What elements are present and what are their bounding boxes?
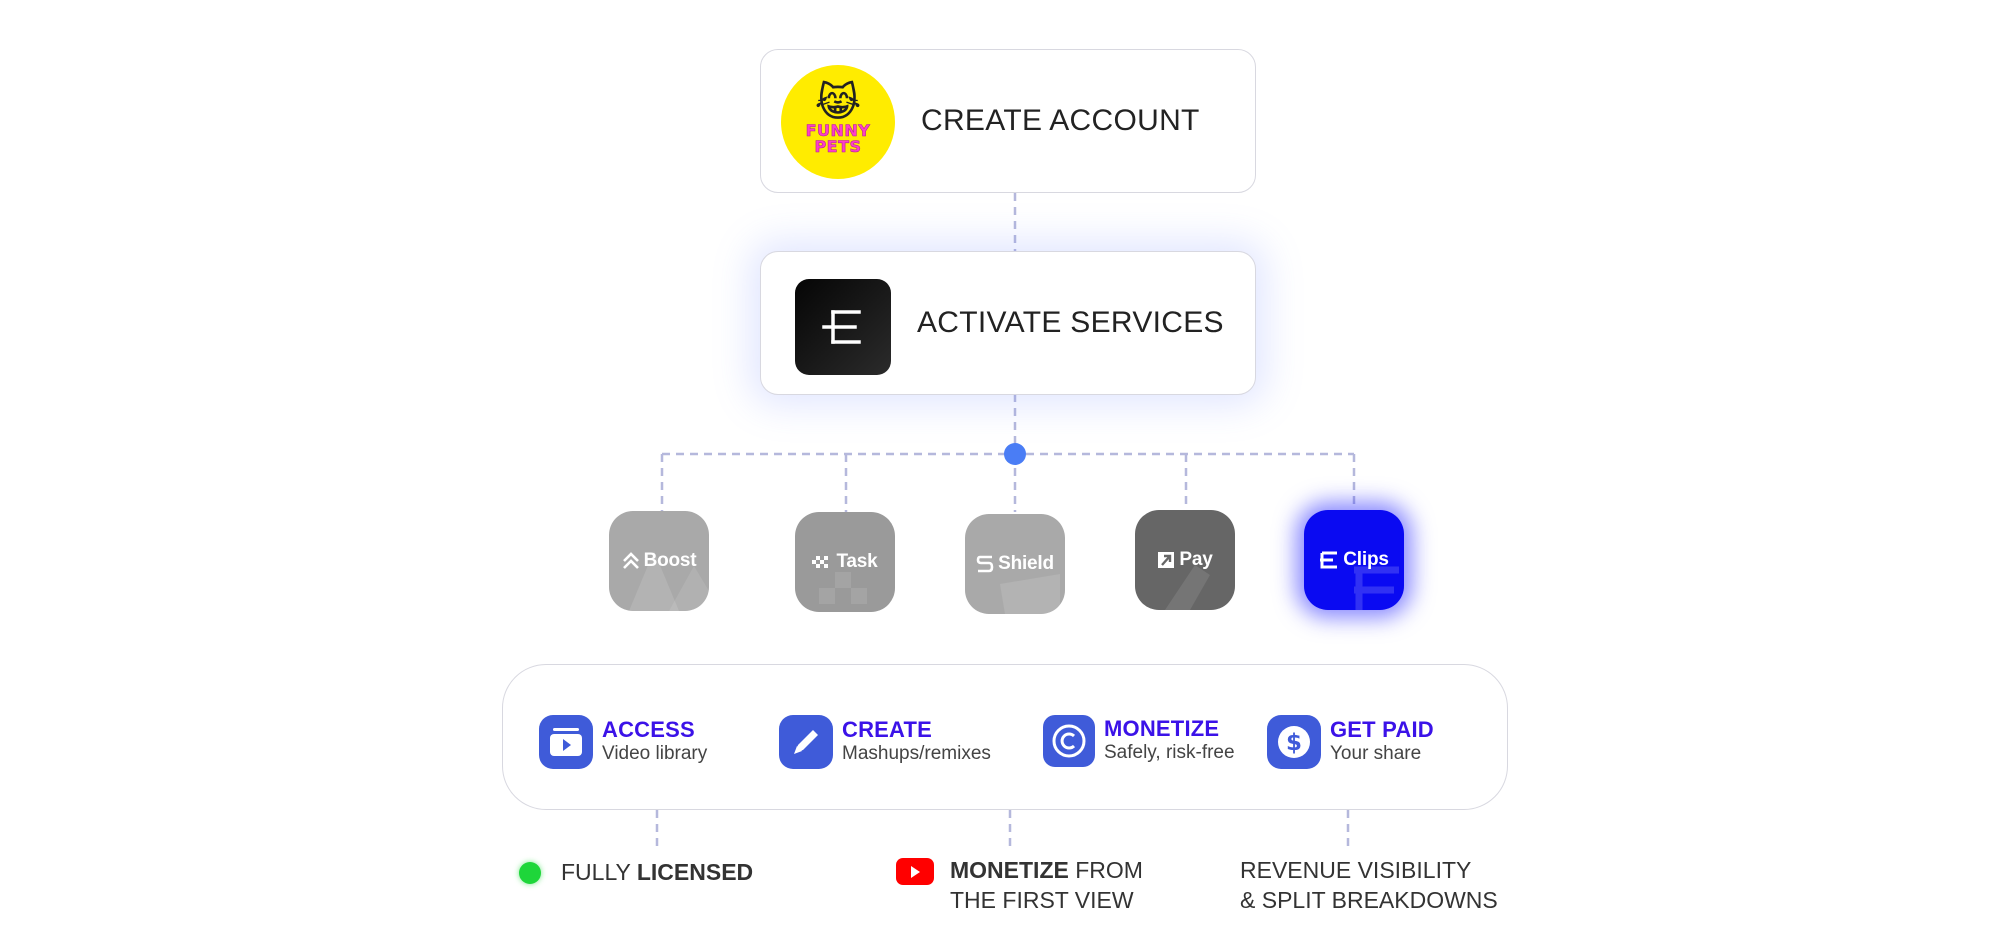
benefit-create[interactable]: CREATE Mashups/remixes (779, 715, 991, 769)
benefit-subtitle: Safely, risk-free (1104, 742, 1235, 763)
funny-pets-logo: 😹 FUNNY PETS (781, 65, 895, 179)
service-label: Clips (1343, 549, 1389, 570)
revenue-line1: REVENUE VISIBILITY (1240, 857, 1472, 883)
service-boost[interactable]: Boost (609, 511, 709, 611)
boost-icon (622, 552, 639, 569)
activate-services-card[interactable]: ACTIVATE SERVICES (760, 251, 1256, 395)
licensed-status-icon (519, 861, 541, 884)
benefit-monetize[interactable]: MONETIZE Safely, risk-free (1043, 715, 1235, 767)
pencil-icon (779, 715, 833, 769)
service-task[interactable]: Task (795, 512, 895, 612)
service-label: Pay (1179, 549, 1213, 570)
licensed-prefix: FULLY (561, 859, 637, 885)
hub-dot (1004, 443, 1026, 465)
shield-icon (976, 555, 994, 573)
copyright-icon (1043, 715, 1095, 767)
clips-watermark (1354, 566, 1399, 610)
benefit-access[interactable]: ACCESS Video library (539, 715, 707, 769)
monetize-line2: THE FIRST VIEW (950, 887, 1134, 913)
benefit-title: CREATE (842, 717, 933, 742)
activate-services-title: ACTIVATE SERVICES (917, 306, 1224, 339)
service-label: Task (836, 551, 878, 572)
dollar-icon: $ (1267, 715, 1321, 769)
outcome-licensed: FULLY LICENSED (519, 859, 753, 886)
monetize-strong: MONETIZE (950, 857, 1069, 883)
outcome-revenue: REVENUE VISIBILITY & SPLIT BREAKDOWNS (1240, 855, 1498, 915)
service-label: Boost (643, 550, 697, 571)
logo-word-bottom: PETS (814, 137, 862, 156)
benefit-title: ACCESS (602, 717, 695, 742)
svg-text:$: $ (1286, 730, 1302, 756)
laughing-cat-icon: 😹 (814, 81, 862, 125)
task-watermark (819, 572, 867, 604)
video-library-icon (539, 715, 593, 769)
service-label: Shield (998, 553, 1054, 574)
benefit-subtitle: Mashups/remixes (842, 743, 991, 764)
platform-logo-icon (795, 279, 891, 375)
shield-watermark (1000, 574, 1060, 614)
logo-word-top: FUNNY (805, 121, 871, 140)
outcome-monetize: MONETIZE FROM THE FIRST VIEW (896, 855, 1143, 915)
create-account-card[interactable]: 😹 FUNNY PETS CREATE ACCOUNT (760, 49, 1256, 193)
service-clips[interactable]: Clips (1304, 510, 1404, 610)
monetize-rest: FROM (1068, 857, 1143, 883)
benefit-subtitle: Your share (1330, 743, 1422, 764)
youtube-icon (896, 858, 934, 885)
licensed-strong: LICENSED (636, 859, 754, 885)
pay-watermark (1165, 565, 1210, 610)
revenue-line2: & SPLIT BREAKDOWNS (1240, 887, 1498, 913)
task-icon (812, 556, 829, 568)
pay-icon (1158, 552, 1175, 568)
benefit-get-paid[interactable]: $ GET PAID Your share (1267, 715, 1434, 769)
benefits-panel: ACCESS Video library CREATE Mashups/remi… (502, 664, 1508, 810)
benefit-title: GET PAID (1330, 717, 1434, 742)
service-pay[interactable]: Pay (1135, 510, 1235, 610)
clips-icon (1320, 551, 1338, 569)
benefit-subtitle: Video library (602, 743, 708, 764)
create-account-title: CREATE ACCOUNT (921, 104, 1200, 137)
benefit-title: MONETIZE (1104, 716, 1220, 741)
boost-watermark (629, 551, 709, 611)
service-shield[interactable]: Shield (965, 514, 1065, 614)
